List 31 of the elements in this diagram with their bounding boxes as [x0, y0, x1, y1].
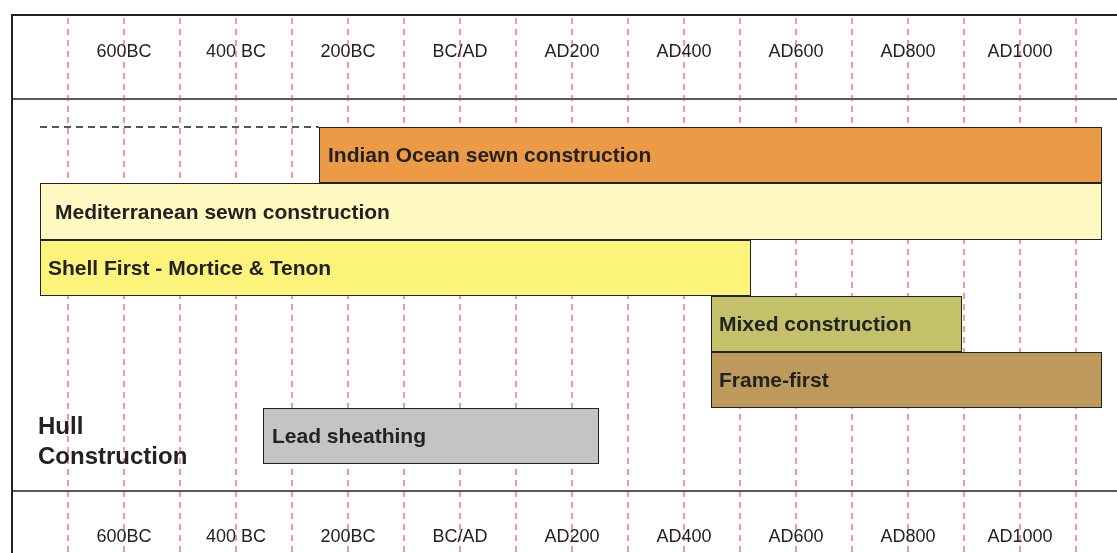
timeline-bar — [711, 352, 1102, 408]
tick-label: AD400 — [656, 41, 712, 62]
tick-label: AD800 — [880, 41, 936, 62]
tick-label: AD800 — [880, 526, 936, 547]
timeline-bar — [40, 240, 751, 296]
tick-label: 600BC — [96, 41, 152, 62]
tick-label: AD200 — [544, 41, 600, 62]
bar-label: Frame-first — [719, 368, 829, 392]
tick-label: BC/AD — [432, 41, 488, 62]
bar-label: Shell First - Mortice & Tenon — [48, 256, 332, 280]
bar-label: Mediterranean sewn construction — [55, 199, 390, 224]
tick-label: 600BC — [96, 526, 152, 547]
tick-label: 400 BC — [206, 41, 266, 62]
tick-label: 200BC — [320, 41, 376, 62]
heading: Hull Construction — [38, 411, 189, 471]
tick-label: 400 BC — [206, 526, 266, 547]
timeline-bar — [319, 127, 1102, 183]
timeline-bar — [711, 296, 962, 352]
tick-label: AD200 — [544, 526, 600, 547]
tick-label: AD400 — [656, 526, 712, 547]
tick-label: AD600 — [768, 41, 824, 62]
tick-label: AD1000 — [987, 41, 1053, 62]
timeline-bar — [263, 408, 599, 464]
bar-label: Indian Ocean sewn construction — [328, 143, 652, 167]
bar-label: Mixed construction — [719, 312, 912, 336]
timeline-bar — [40, 183, 1102, 240]
tick-label: AD1000 — [987, 526, 1053, 547]
tick-label: 200BC — [320, 526, 376, 547]
bar-label: Lead sheathing — [272, 424, 427, 448]
tick-label: BC/AD — [432, 526, 488, 547]
tick-label: AD600 — [768, 526, 824, 547]
